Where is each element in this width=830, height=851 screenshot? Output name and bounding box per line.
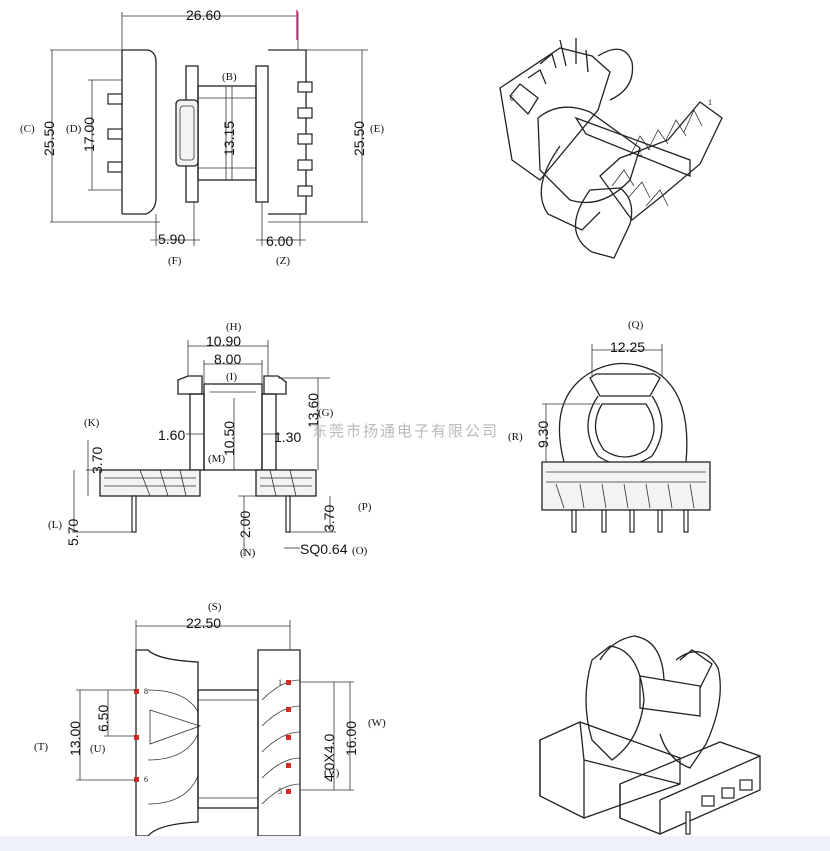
tag-g: (G) — [318, 407, 334, 419]
tag-t: (T) — [34, 741, 49, 753]
bottom-view — [76, 620, 354, 837]
dim-d-height: 17.00 — [81, 116, 97, 152]
dim-overall-width: 26.60 — [186, 7, 222, 23]
iso-pin-1: 1 — [708, 98, 712, 107]
dim-n-height: 2.00 — [237, 510, 253, 538]
dim-pin-size: SQ0.64 — [300, 541, 348, 557]
iso-pin-6: 6 — [510, 94, 514, 103]
tag-u: (U) — [90, 743, 106, 755]
tag-c: (C) — [20, 123, 35, 135]
watermark-text: 东莞市扬通电子有限公司 — [312, 422, 500, 440]
tag-e: (E) — [370, 123, 385, 135]
tag-p: (P) — [358, 501, 372, 513]
tag-n: (N) — [240, 547, 256, 559]
dim-i-width: 8.00 — [214, 351, 242, 367]
dim-p-height: 3.70 — [321, 504, 337, 532]
tag-m: (M) — [208, 453, 226, 465]
iso-pin-5: 5 — [638, 150, 642, 159]
top-view — [50, 10, 368, 246]
tag-d: (D) — [66, 123, 82, 135]
tag-s: (S) — [208, 601, 222, 613]
bottom-pin-1: 1 — [278, 678, 282, 687]
dim-c-height: 25.50 — [41, 120, 57, 156]
iso-view-top — [499, 38, 723, 259]
dim-e-height: 25.50 — [351, 120, 367, 156]
dim-m-height: 10.50 — [221, 420, 237, 456]
tag-f: (F) — [168, 255, 182, 267]
tag-z: (Z) — [276, 255, 291, 267]
tag-q: (Q) — [628, 319, 644, 331]
dim-b-height: 13.15 — [221, 120, 237, 156]
tag-v: (V) — [324, 767, 340, 779]
tag-r: (R) — [508, 431, 523, 443]
tag-k: (K) — [84, 417, 100, 429]
dim-r-height: 9.30 — [535, 420, 551, 448]
dim-right-wall: 1.30 — [274, 429, 302, 445]
dim-z-width: 6.00 — [266, 233, 294, 249]
dim-f-width: 5.90 — [158, 231, 186, 247]
tag-w: (W) — [368, 717, 386, 729]
bottom-pin-6: 6 — [144, 775, 148, 784]
dim-t-height: 13.00 — [67, 720, 83, 756]
dim-h-width: 10.90 — [206, 333, 242, 349]
iso-view-bottom — [539, 635, 761, 835]
dim-w-height: 16.00 — [343, 720, 359, 756]
side-view — [72, 340, 336, 556]
tag-i: (I) — [226, 371, 237, 383]
tag-b: (B) — [222, 71, 237, 83]
dim-s-width: 22.50 — [186, 615, 222, 631]
dim-l-height: 5.70 — [65, 518, 81, 546]
tag-h: (H) — [226, 321, 242, 333]
dim-k-height: 3.70 — [89, 446, 105, 474]
tag-l: (L) — [48, 519, 63, 531]
dim-u-height: 6.50 — [95, 704, 111, 732]
bottom-band — [0, 836, 830, 851]
dim-q-width: 12.25 — [610, 339, 646, 355]
bottom-pin-5: 5 — [278, 787, 282, 796]
bottom-pin-8: 8 — [144, 687, 148, 696]
front-view — [541, 344, 711, 533]
dim-left-wall: 1.60 — [158, 427, 186, 443]
tag-o: (O) — [352, 545, 368, 557]
